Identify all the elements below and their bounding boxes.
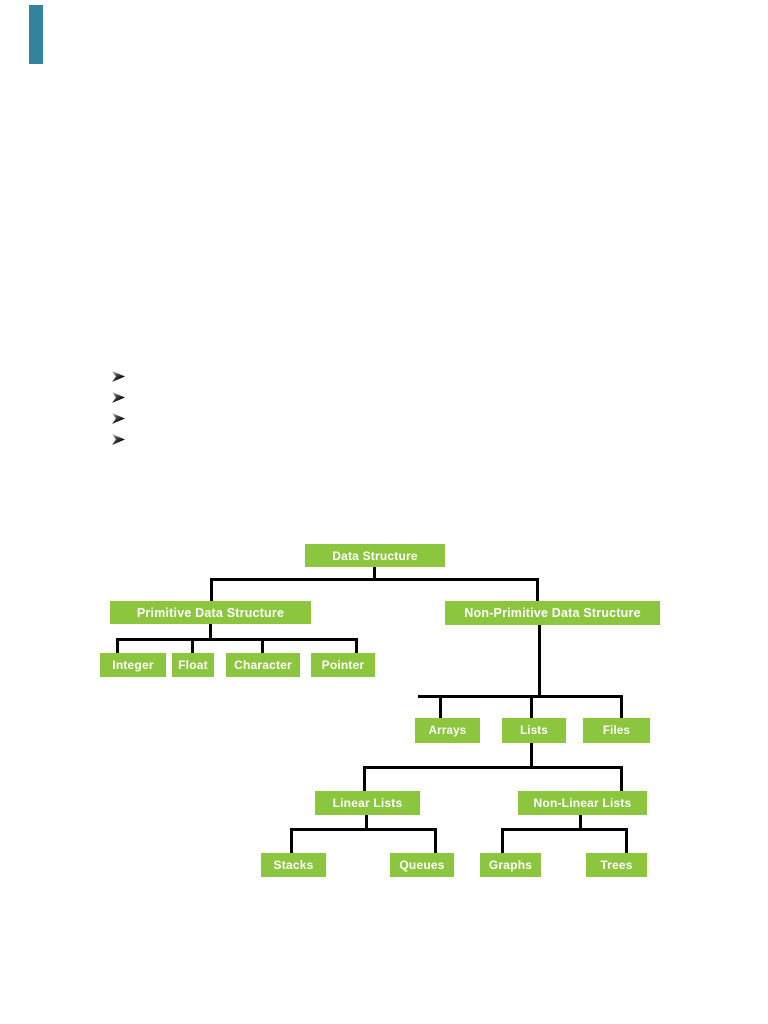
node-non-primitive-data-structure: Non-Primitive Data Structure xyxy=(445,601,660,625)
connector xyxy=(620,766,623,792)
connector xyxy=(579,815,582,830)
connector xyxy=(536,578,539,602)
connector xyxy=(501,828,628,831)
connector xyxy=(625,828,628,854)
node-graphs: Graphs xyxy=(480,853,541,877)
connector xyxy=(261,638,264,654)
connector xyxy=(363,766,366,792)
node-data-structure: Data Structure xyxy=(305,544,445,567)
connector xyxy=(373,567,376,580)
node-float: Float xyxy=(172,653,214,677)
connector xyxy=(439,695,442,719)
connector xyxy=(365,815,368,830)
connector xyxy=(620,695,623,719)
node-trees: Trees xyxy=(586,853,647,877)
node-arrays: Arrays xyxy=(415,718,480,743)
connector xyxy=(191,638,194,654)
node-linear-lists: Linear Lists xyxy=(315,791,420,815)
node-character: Character xyxy=(226,653,300,677)
connector xyxy=(290,828,293,854)
node-non-linear-lists: Non-Linear Lists xyxy=(518,791,647,815)
node-integer: Integer xyxy=(100,653,166,677)
node-pointer: Pointer xyxy=(311,653,375,677)
connector xyxy=(290,828,437,831)
accent-bar xyxy=(29,5,43,64)
connector xyxy=(355,638,358,654)
arrowhead-bullet-icon xyxy=(112,413,125,424)
connector xyxy=(116,638,358,641)
node-primitive-data-structure: Primitive Data Structure xyxy=(110,601,311,624)
connector xyxy=(434,828,437,854)
connector xyxy=(418,695,623,698)
arrowhead-bullet-icon xyxy=(112,371,125,382)
arrowhead-bullet-icon xyxy=(112,434,125,445)
connector xyxy=(501,828,504,854)
connector xyxy=(210,578,539,581)
connector xyxy=(530,743,533,768)
connector xyxy=(538,625,541,697)
connector xyxy=(116,638,119,654)
connector xyxy=(530,695,533,719)
node-lists: Lists xyxy=(502,718,566,743)
node-files: Files xyxy=(583,718,650,743)
connector xyxy=(209,624,212,640)
node-stacks: Stacks xyxy=(261,853,326,877)
arrowhead-bullet-icon xyxy=(112,392,125,403)
connector xyxy=(210,578,213,602)
connector xyxy=(363,766,623,769)
node-queues: Queues xyxy=(390,853,454,877)
